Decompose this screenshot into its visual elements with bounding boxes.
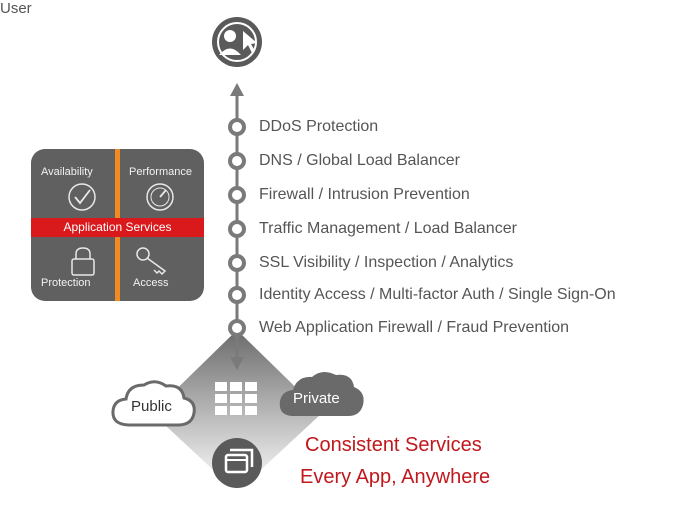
layer-node (228, 286, 246, 304)
layer-label-firewall: Firewall / Intrusion Prevention (259, 186, 470, 203)
quadrant-access-label: Access (133, 277, 169, 289)
layer-label-traffic-management: Traffic Management / Load Balancer (259, 220, 517, 237)
private-cloud-icon (279, 371, 364, 416)
down-arrow-icon (230, 357, 244, 370)
tagline-line1: Consistent Services (305, 434, 482, 456)
grid-icon (215, 382, 257, 415)
layer-node (228, 152, 246, 170)
app-windows-icon (212, 438, 262, 488)
user-icon (212, 17, 262, 67)
tagline-line2: Every App, Anywhere (300, 466, 491, 488)
public-cloud-label: Public (131, 398, 172, 415)
private-cloud-label: Private (293, 390, 340, 407)
checkmark-icon (68, 183, 96, 211)
lock-icon (71, 247, 95, 276)
application-services-band: Application Services (31, 218, 204, 237)
layer-label-dns: DNS / Global Load Balancer (259, 152, 460, 169)
up-arrow-icon (230, 83, 244, 96)
layer-node (228, 220, 246, 238)
gauge-icon (146, 183, 174, 211)
quadrant-protection-label: Protection (41, 277, 91, 289)
application-services-box: Availability Performance Application Ser… (31, 149, 204, 301)
public-cloud-icon (111, 380, 196, 427)
layer-node (228, 254, 246, 272)
layer-label-identity: Identity Access / Multi-factor Auth / Si… (259, 286, 616, 303)
layer-nodes (228, 118, 246, 337)
quadrant-performance-label: Performance (129, 166, 192, 178)
layer-node (228, 186, 246, 204)
layer-label-ssl: SSL Visibility / Inspection / Analytics (259, 254, 514, 271)
user-label: User (0, 0, 32, 17)
layer-node (228, 118, 246, 136)
key-icon (136, 247, 167, 276)
layer-label-ddos: DDoS Protection (259, 118, 379, 135)
layer-node (228, 319, 246, 337)
layer-label-waf: Web Application Firewall / Fraud Prevent… (259, 319, 570, 336)
quadrant-availability-label: Availability (41, 166, 93, 178)
